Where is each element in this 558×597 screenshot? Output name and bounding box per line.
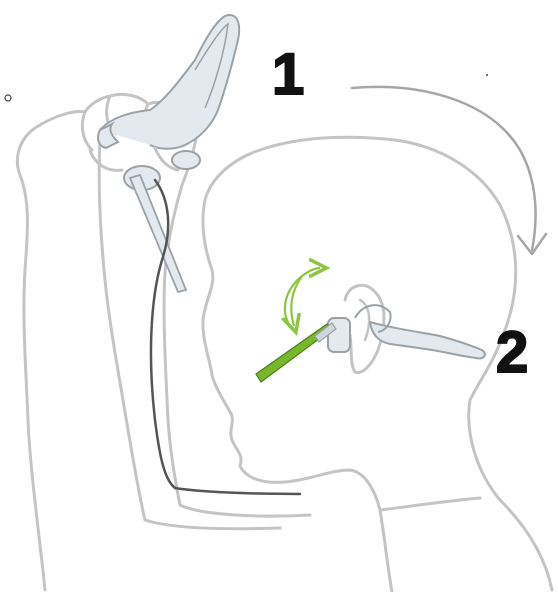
rotation-arrow-tail [291,276,302,326]
stray-dot [5,95,11,101]
arm-inner-outline [99,140,280,529]
headset-cable-lower [175,488,300,494]
neck-outline [380,498,480,510]
step-number-2: 2 [496,324,528,382]
step-number-1: 1 [272,46,304,104]
face-profile [203,200,392,592]
stray-dot-small [486,74,488,76]
headset-pad-right [172,151,200,169]
raised-arm-outline [17,94,310,590]
